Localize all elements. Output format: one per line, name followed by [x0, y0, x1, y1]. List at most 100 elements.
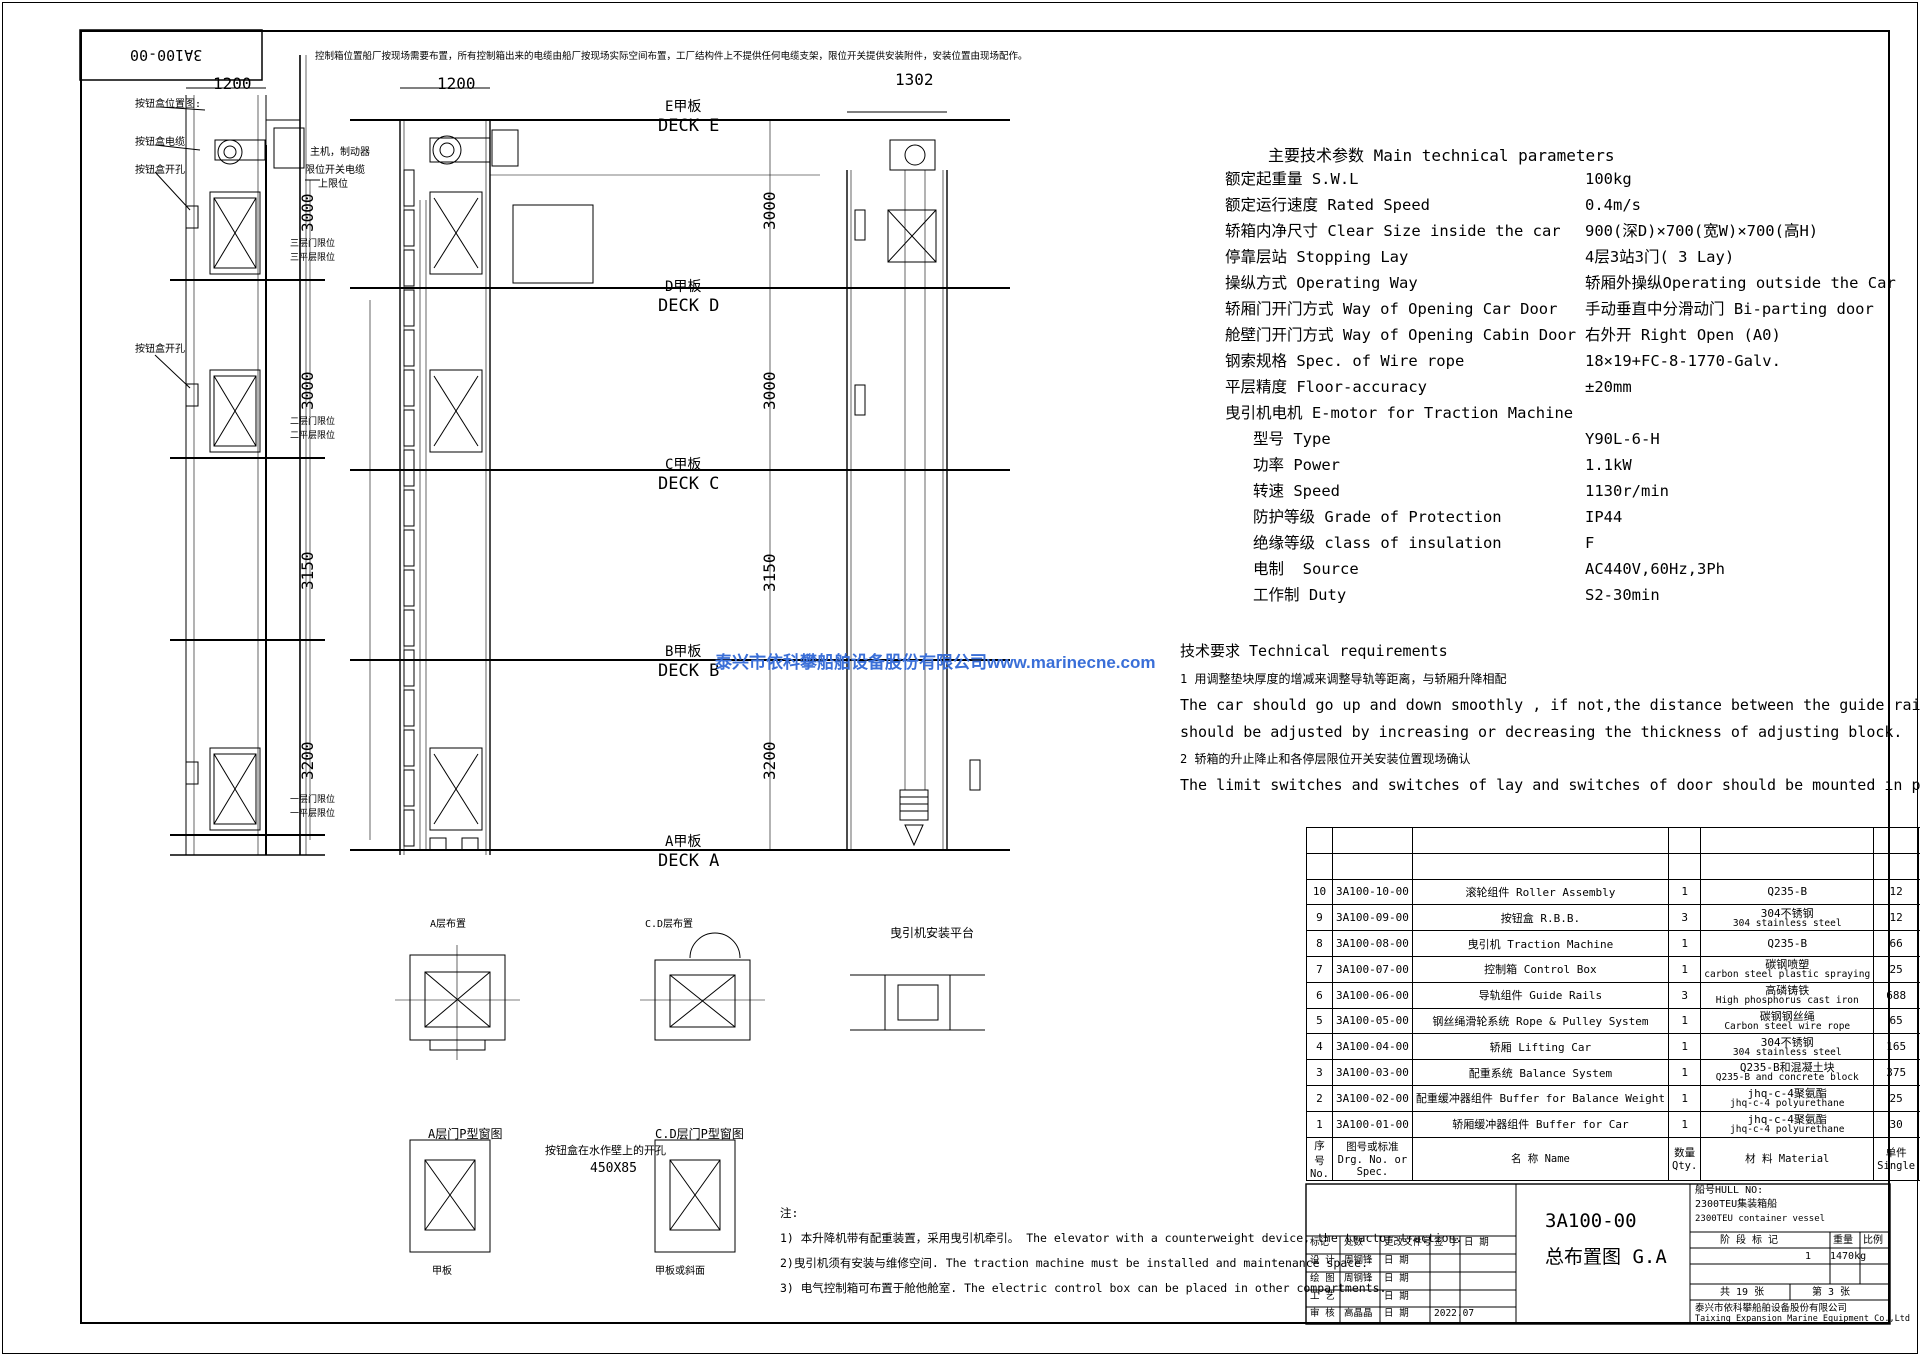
- bom-cell: 3A100-03-00: [1331, 1059, 1413, 1086]
- dim-h4-left: 3200: [298, 741, 317, 780]
- guide-rail-segment: [403, 609, 415, 647]
- title-weight: 1470kg: [1830, 1251, 1867, 1262]
- subview-deck-a: 甲板: [432, 1266, 452, 1277]
- req-title: 技术要求 Technical requirements: [1180, 642, 1448, 660]
- bom-cell: 滚轮组件 Roller Assembly: [1411, 878, 1670, 906]
- bom-cell: 1: [1668, 878, 1702, 906]
- deck-c-cn: C甲板: [665, 457, 702, 473]
- bom-cell: 4: [1306, 1033, 1333, 1061]
- note-line: 2)曳引机须有安装与维修空间. The traction machine mus…: [780, 1256, 1369, 1270]
- label-2-level-limit: 二平层限位: [290, 431, 336, 441]
- bom-cell-line: jhq-c-4 polyurethane: [1730, 1123, 1845, 1135]
- bom-cell-line: jhq-c-4聚氨酯: [1747, 1112, 1827, 1126]
- param-value: 手动垂直中分滑动门 Bi-parting door: [1585, 300, 1874, 318]
- bom-cell-line: jhq-c-4 polyurethane: [1730, 1098, 1845, 1110]
- dim-h2-left: 3000: [298, 371, 317, 410]
- right-elevation-view: [846, 111, 981, 850]
- param-value: F: [1585, 534, 1595, 552]
- param-key: 轿箱内净尺寸 Clear Size inside the car: [1225, 222, 1561, 240]
- technical-requirements: 技术要求 Technical requirements 1 用调整垫块厚度的增减…: [1180, 640, 1920, 803]
- bom-cell: 25: [1873, 1084, 1920, 1112]
- param-value: 4层3站3门( 3 Lay): [1585, 248, 1735, 266]
- label-button-box-hole-1: 按钮盒开孔: [135, 165, 185, 176]
- bom-cell: 3A100-04-00: [1331, 1033, 1413, 1061]
- param-value: 18×19+FC-8-1770-Galv.: [1585, 352, 1781, 370]
- guide-rail-segment: [403, 449, 415, 487]
- title-block-cell: 绘 图: [1310, 1273, 1335, 1284]
- bom-cell: 375: [1873, 1059, 1920, 1086]
- bom-cell: 配重系统 Balance System: [1411, 1059, 1670, 1086]
- bom-cell-line: Q235-B和混凝土块: [1739, 1061, 1835, 1075]
- label-upper-limit: 上限位: [318, 179, 348, 190]
- param-key: 舱壁门开门方式 Way of Opening Cabin Door: [1225, 326, 1577, 344]
- subview-deck-cd: 甲板或斜面: [655, 1266, 705, 1277]
- drawing-number-box: [79, 29, 263, 81]
- guide-rail-segment: [403, 369, 415, 407]
- bom-cell: 1: [1668, 1084, 1702, 1112]
- bom-cell: 按钮盒 R.B.B.: [1411, 904, 1670, 932]
- param-key: 额定运行速度 Rated Speed: [1225, 196, 1430, 214]
- dim-h3-mid: 3150: [760, 553, 779, 592]
- bom-cell: 导轨组件 Guide Rails: [1411, 981, 1670, 1009]
- label-limit-cable: 限位开关电缆: [305, 165, 365, 176]
- label-main-machine: 主机，制动器: [310, 147, 370, 158]
- bom-cell: 3: [1306, 1059, 1333, 1086]
- bom-cell: 30: [1873, 1110, 1920, 1138]
- bom-cell: 3A100-09-00: [1331, 904, 1413, 932]
- param-value: 0.4m/s: [1585, 196, 1641, 214]
- title-weight-header: 重量: [1833, 1235, 1853, 1246]
- title-ratio-header: 比例: [1863, 1235, 1883, 1246]
- bom-cell: 1: [1668, 1007, 1702, 1035]
- dim-w1: 1200: [213, 74, 252, 93]
- title-block-cell: 日 期: [1384, 1308, 1409, 1319]
- param-key: 电制 Source: [1225, 560, 1359, 578]
- title-vessel-en: 2300TEU container vessel: [1695, 1214, 1826, 1224]
- top-note: 控制箱位置船厂按现场需要布置，所有控制箱出来的电缆由船厂按现场实际空间布置，工厂…: [315, 51, 1028, 62]
- bom-cell: 12: [1873, 878, 1920, 906]
- param-key: 型号 Type: [1225, 430, 1331, 448]
- req-line: 2 轿箱的升止降止和各停层限位开关安装位置现场确认: [1180, 752, 1471, 766]
- bom-cell: Q235-B: [1700, 930, 1875, 957]
- param-key: 功率 Power: [1225, 456, 1340, 474]
- title-block-cell: 处数: [1344, 1237, 1364, 1248]
- bom-header-cell: 数量 Qty.: [1668, 1136, 1702, 1181]
- dim-h3-left: 3150: [298, 551, 317, 590]
- bom-cell: 1: [1668, 1110, 1702, 1138]
- notes: 注: 1) 本升降机带有配重装置，采用曳引机牵引。 The elevator w…: [780, 1205, 1462, 1305]
- param-key: 钢索规格 Spec. of Wire rope: [1225, 352, 1465, 370]
- param-key: 轿厢门开门方式 Way of Opening Car Door: [1225, 300, 1558, 318]
- title-block-cell: 审 核: [1310, 1308, 1335, 1319]
- bom-cell: 10: [1306, 878, 1333, 906]
- param-value: 轿厢外操纵Operating outside the Car: [1585, 274, 1896, 292]
- bom-cell: 688: [1873, 981, 1920, 1009]
- bom-cell: 6: [1306, 981, 1333, 1009]
- title-qty: 1: [1805, 1251, 1812, 1262]
- title-stage-header: 阶 段 标 记: [1720, 1235, 1779, 1246]
- bom-header-cell: 序号 No.: [1306, 1136, 1333, 1181]
- bom-cell: 165: [1873, 1033, 1920, 1061]
- title-company-cn: 泰兴市依科攀船舶设备股份有限公司: [1695, 1303, 1848, 1314]
- bom-cell-line: 高磷铸铁: [1765, 983, 1810, 997]
- bom-cell-line: 304不锈钢: [1760, 1035, 1814, 1049]
- title-name: 总布置图 G.A: [1545, 1246, 1667, 1268]
- dim-w3: 1302: [895, 70, 934, 89]
- dim-h2-mid: 3000: [760, 371, 779, 410]
- dim-h4-mid: 3200: [760, 741, 779, 780]
- title-block-cell: 日 期: [1384, 1255, 1409, 1266]
- req-line: The car should go up and down smoothly ,…: [1180, 696, 1920, 714]
- title-block-cell: 工 艺: [1310, 1291, 1335, 1302]
- label-2-door-limit: 二层门限位: [290, 417, 336, 427]
- bom-cell: 7: [1306, 955, 1333, 983]
- guide-rail-segment: [403, 249, 415, 287]
- param-key: 停靠层站 Stopping Lay: [1225, 248, 1409, 266]
